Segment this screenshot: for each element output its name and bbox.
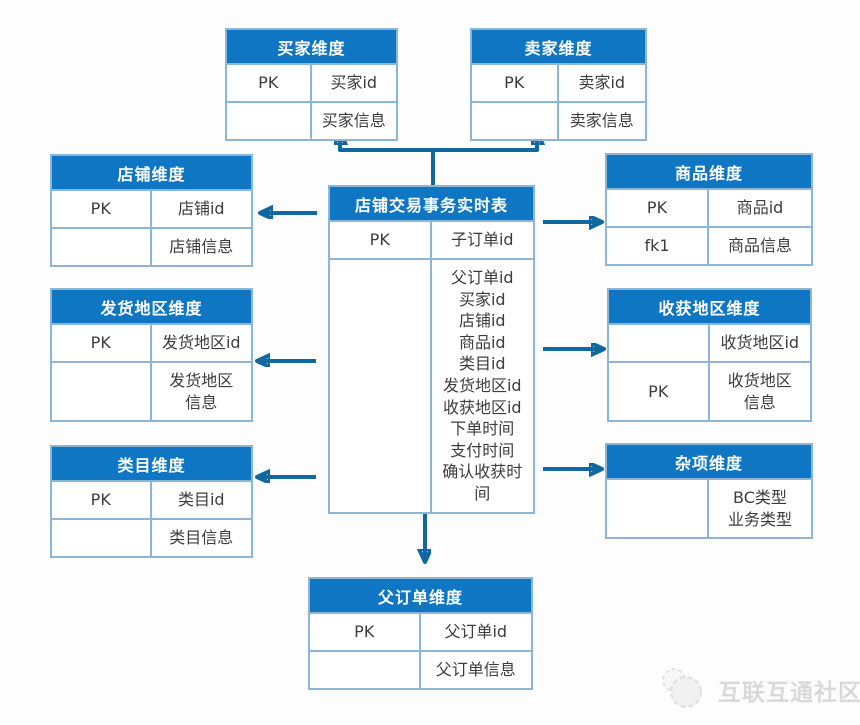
- field-list-cell: 父订单id 买家id 店铺id 商品id 类目id 发货地区id 收获地区id …: [442, 268, 523, 503]
- pk-cell: [607, 480, 709, 538]
- field-cell: 收货地区 信息: [727, 371, 792, 412]
- table-row: 父订单信息: [310, 650, 531, 688]
- table-shop-dimension: 店铺维度 PK 店铺id 店铺信息: [50, 154, 253, 267]
- pk-cell: [310, 652, 421, 688]
- table-row: 发货地区 信息: [52, 361, 251, 421]
- table-title: 父订单维度: [310, 579, 531, 614]
- field-cell: 店铺信息: [169, 237, 234, 257]
- field-cell: 收货地区id: [720, 333, 800, 353]
- table-category-dimension: 类目维度 PK 类目id 类目信息: [50, 445, 253, 558]
- field-cell: 父订单信息: [435, 660, 516, 680]
- pk-cell: [609, 325, 710, 361]
- fk-cell: fk1: [607, 228, 709, 264]
- table-misc-dimension: 杂项维度 BC类型 业务类型: [605, 443, 813, 540]
- table-buyer-dimension: 买家维度 PK 买家id 买家信息: [225, 28, 398, 141]
- table-row: PK 父订单id: [310, 614, 531, 650]
- table-row: 收货地区id: [609, 325, 810, 361]
- table-title: 店铺交易事务实时表: [330, 187, 533, 222]
- pk-cell: PK: [609, 363, 710, 421]
- field-cell: BC类型 业务类型: [727, 488, 792, 529]
- watermark-text: 互联互通社区: [718, 680, 860, 706]
- table-row: 父订单id 买家id 店铺id 商品id 类目id 发货地区id 收获地区id …: [330, 258, 533, 512]
- pk-cell: PK: [52, 482, 152, 518]
- table-title: 类目维度: [52, 447, 251, 482]
- table-row: PK 类目id: [52, 482, 251, 518]
- table-product-dimension: 商品维度 PK 商品id fk1 商品信息: [605, 153, 813, 266]
- table-row: 类目信息: [52, 518, 251, 556]
- field-cell: 卖家id: [578, 73, 626, 93]
- connector-fact-to-buyer: [340, 134, 435, 186]
- pk-cell: PK: [330, 222, 432, 258]
- pk-cell: PK: [607, 190, 709, 226]
- table-title: 杂项维度: [607, 445, 811, 480]
- pk-cell: [52, 363, 152, 421]
- field-cell: 父订单id: [444, 622, 508, 642]
- pk-cell: [330, 260, 432, 512]
- table-row: 店铺信息: [52, 227, 251, 265]
- table-parent-order-dimension: 父订单维度 PK 父订单id 父订单信息: [308, 577, 533, 690]
- field-cell: 店铺id: [177, 199, 225, 219]
- pk-cell: [472, 103, 559, 139]
- table-row: 买家信息: [227, 101, 396, 139]
- field-cell: 类目信息: [169, 528, 234, 548]
- table-receive-region-dimension: 收获地区维度 收货地区id PK 收货地区 信息: [607, 288, 812, 423]
- table-ship-region-dimension: 发货地区维度 PK 发货地区id 发货地区 信息: [50, 288, 253, 423]
- table-title: 买家维度: [227, 30, 396, 65]
- table-row: 卖家信息: [472, 101, 645, 139]
- table-row: PK 商品id: [607, 190, 811, 226]
- watermark-logo-icon: [662, 668, 702, 708]
- table-title: 发货地区维度: [52, 290, 251, 325]
- field-cell: 买家id: [330, 73, 378, 93]
- pk-cell: PK: [52, 191, 152, 227]
- pk-cell: PK: [52, 325, 152, 361]
- pk-cell: PK: [472, 65, 559, 101]
- pk-cell: [52, 229, 152, 265]
- watermark: 互联互通社区: [658, 664, 860, 716]
- table-row: PK 店铺id: [52, 191, 251, 227]
- table-title: 商品维度: [607, 155, 811, 190]
- table-row: BC类型 业务类型: [607, 480, 811, 538]
- pk-cell: [52, 520, 152, 556]
- table-row: PK 买家id: [227, 65, 396, 101]
- table-fact-shop-transaction: 店铺交易事务实时表 PK 子订单id 父订单id 买家id 店铺id 商品id …: [328, 185, 535, 514]
- field-cell: 类目id: [177, 490, 225, 510]
- table-title: 卖家维度: [472, 30, 645, 65]
- field-cell: 子订单id: [450, 230, 514, 250]
- field-cell: 卖家信息: [569, 111, 634, 131]
- pk-cell: PK: [227, 65, 312, 101]
- table-row: PK 卖家id: [472, 65, 645, 101]
- table-row: PK 子订单id: [330, 222, 533, 258]
- field-cell: 商品id: [736, 198, 784, 218]
- pk-cell: [227, 103, 312, 139]
- table-row: fk1 商品信息: [607, 226, 811, 264]
- table-seller-dimension: 卖家维度 PK 卖家id 卖家信息: [470, 28, 647, 141]
- table-title: 店铺维度: [52, 156, 251, 191]
- field-cell: 买家信息: [321, 111, 386, 131]
- table-row: PK 发货地区id: [52, 325, 251, 361]
- field-cell: 发货地区 信息: [169, 371, 234, 412]
- field-cell: 商品信息: [727, 236, 792, 256]
- table-title: 收获地区维度: [609, 290, 810, 325]
- pk-cell: PK: [310, 614, 421, 650]
- field-cell: 发货地区id: [161, 333, 241, 353]
- table-row: PK 收货地区 信息: [609, 361, 810, 421]
